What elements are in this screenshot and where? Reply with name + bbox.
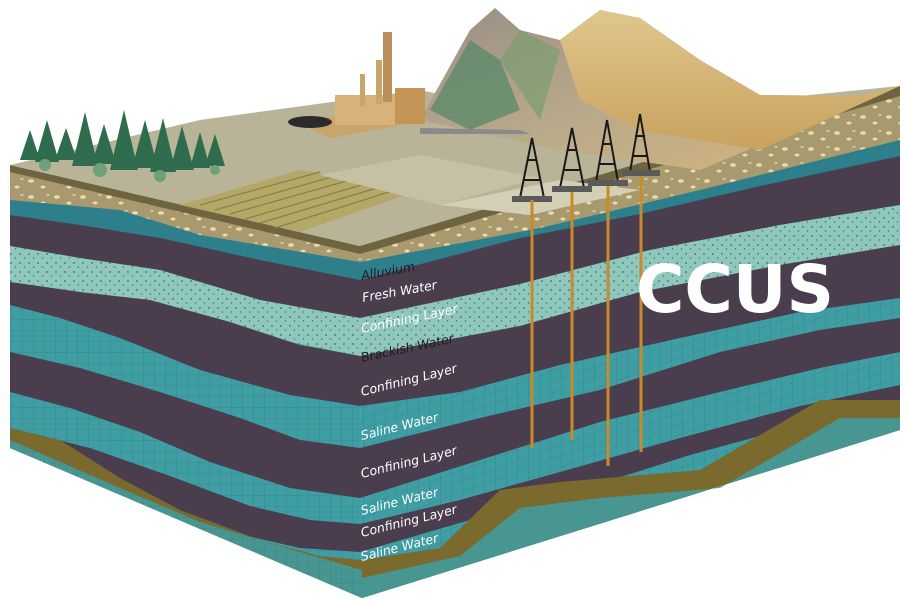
left-face: [10, 165, 362, 598]
surface: [10, 8, 900, 246]
tree-icon: [20, 110, 225, 172]
right-face: [360, 86, 900, 598]
well-bores: [530, 176, 643, 466]
drilling-rig-icon: [519, 113, 651, 199]
power-plant-icon: [288, 32, 530, 138]
title-ccus: CCUS: [636, 251, 834, 328]
